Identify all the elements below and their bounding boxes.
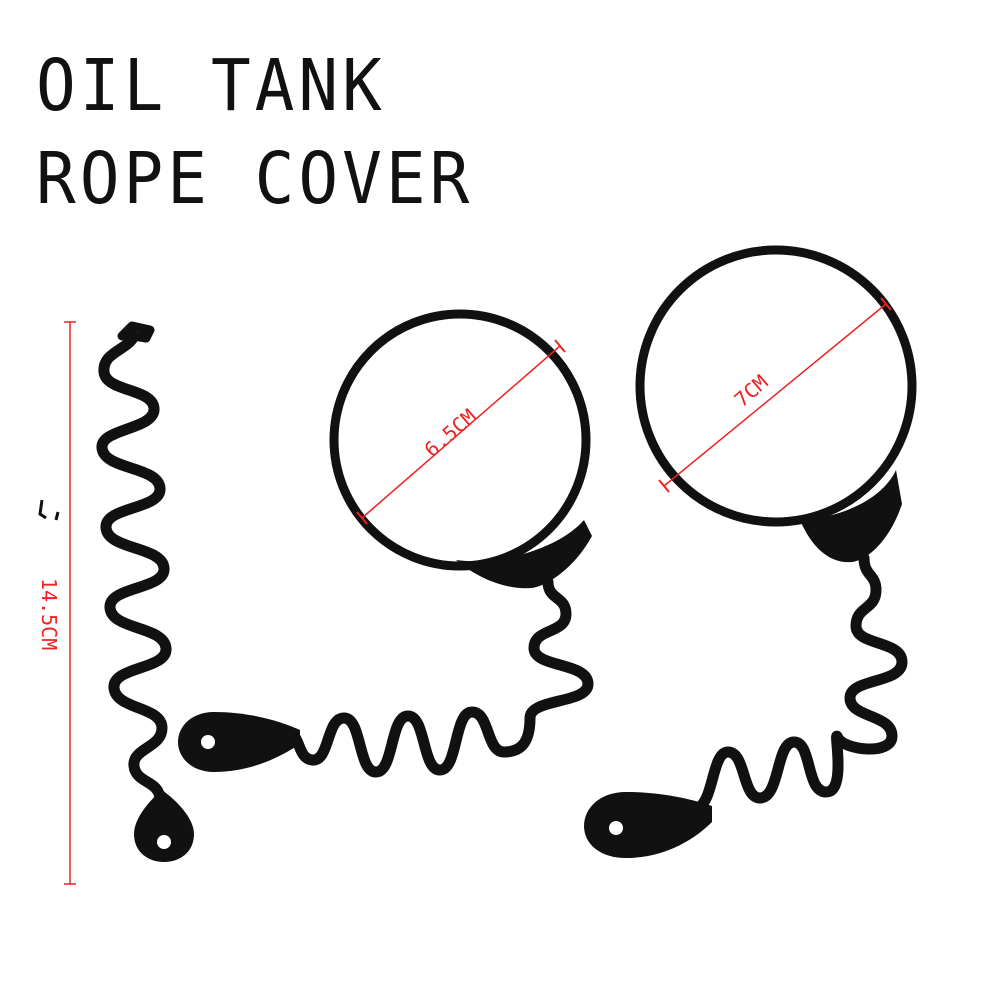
rope-length-dimension	[64, 321, 76, 885]
small-ring-diameter-label: 6.5CM	[420, 404, 481, 462]
small-ring-diameter-dimension	[356, 339, 566, 525]
small-ring	[329, 309, 591, 571]
product-title: OIL TANK ROPE COVER	[36, 40, 473, 226]
hook-mark	[38, 499, 47, 520]
hook-mark-tick	[54, 511, 60, 521]
eyelet-hole	[157, 835, 171, 849]
large-ring-diameter-label: 7CM	[730, 370, 773, 412]
large-ring-strap	[584, 245, 917, 858]
title-line-2: ROPE COVER	[36, 137, 474, 221]
title-line-1: OIL TANK	[36, 44, 386, 128]
rope-length-label: 14.5CM	[37, 578, 61, 650]
eyelet-hole	[201, 735, 215, 749]
loose-rope-strap	[96, 321, 194, 862]
large-ring	[635, 245, 917, 527]
small-ring-strap	[178, 309, 594, 778]
eyelet-hole	[609, 821, 623, 835]
large-ring-diameter-dimension	[658, 297, 892, 493]
